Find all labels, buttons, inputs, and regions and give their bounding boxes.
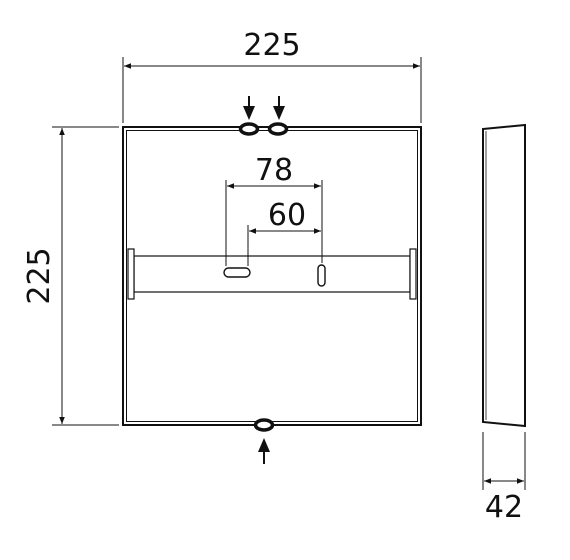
width-dimension-label: 225 (243, 28, 300, 63)
top-right-knockout (267, 122, 289, 136)
mounting-bar (133, 255, 411, 293)
depth-dimension-label: 42 (485, 490, 523, 525)
depth-dimension (482, 432, 526, 490)
slot-spacing-inner-dimension (247, 225, 321, 266)
slot-spacing-outer-dimension (225, 180, 323, 266)
knockout-arrows (243, 96, 285, 464)
height-dimension-label: 225 (22, 247, 57, 304)
bottom-knockout (253, 418, 275, 432)
horizontal-mounting-slot (223, 267, 251, 278)
slot-spacing-outer-label: 78 (255, 153, 293, 188)
side-profile (482, 123, 526, 428)
top-knockouts (238, 122, 289, 136)
mounting-bar-left-clip (127, 248, 135, 300)
slot-spacing-inner-label: 60 (268, 198, 306, 233)
height-dimension (52, 126, 119, 426)
front-view (122, 122, 422, 432)
top-left-knockout (238, 122, 260, 136)
width-dimension (122, 57, 422, 123)
top-right-knockout-arrow (273, 96, 285, 120)
vertical-mounting-slot (317, 264, 326, 287)
top-left-knockout-arrow (243, 96, 255, 120)
side-view (482, 123, 526, 428)
bottom-knockout-arrow (258, 438, 270, 464)
mounting-bar-right-clip (409, 248, 417, 300)
